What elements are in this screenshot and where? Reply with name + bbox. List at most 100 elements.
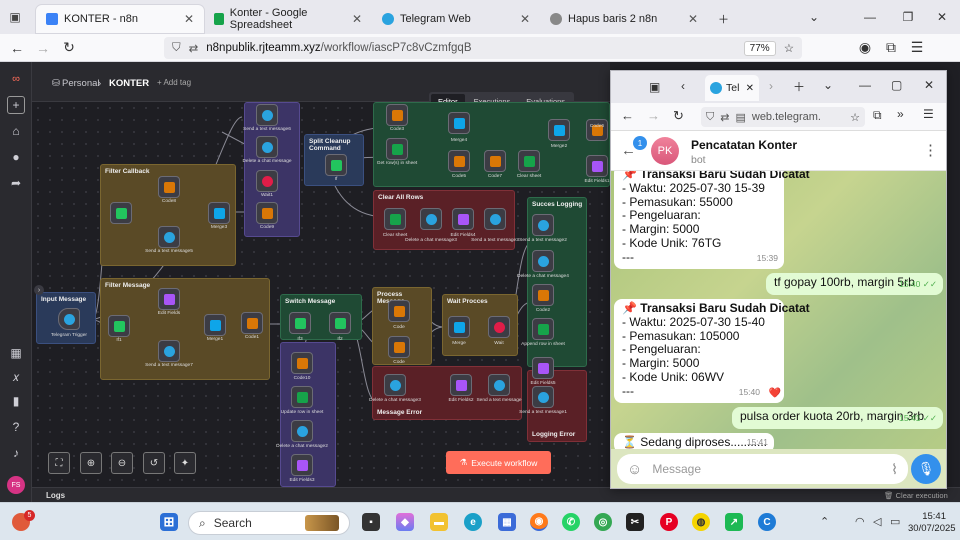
fit-view-button[interactable]: ⛶ [48, 452, 70, 474]
node-delete-msg3[interactable] [384, 374, 406, 396]
tab-evaluations[interactable]: Evaluations [526, 96, 566, 106]
node-get-rows[interactable] [386, 138, 408, 160]
node-code10[interactable] [291, 352, 313, 374]
windows-start-icon[interactable]: ⊞ [160, 513, 178, 531]
node-code5[interactable] [448, 150, 470, 172]
chat-header[interactable]: ← 1 PK Pencatatan Konter bot ⋮ [611, 131, 946, 171]
hamburger-icon[interactable]: ☰ [923, 107, 934, 121]
node-send-msg7[interactable] [158, 340, 180, 362]
bell-icon[interactable]: ♪ [13, 446, 19, 460]
account-button[interactable]: ◉ [852, 34, 878, 62]
message-bubble[interactable]: 📌 Transaksi Baru Sudah Dicatat - Waktu: … [614, 299, 810, 403]
avatar[interactable]: FS [7, 476, 25, 494]
tab-konter-n8n[interactable]: KONTER - n8n ✕ [36, 5, 204, 33]
telegram-url-bar[interactable]: ⛉ ⇄ ▤ web.telegram. ☆ [701, 107, 865, 127]
back-arrow-icon[interactable]: ← [621, 142, 636, 159]
node-edit-fields[interactable] [158, 288, 180, 310]
sticky-logging-error[interactable]: Logging Error [527, 370, 587, 442]
node-send-msg3[interactable] [484, 208, 506, 230]
task-view-icon[interactable]: ▪ [362, 513, 380, 531]
node-edit-fields1[interactable] [586, 155, 608, 177]
logs-panel-bar[interactable]: Logs 🗑 Clear execution [32, 487, 960, 502]
battery-icon[interactable]: ▭ [890, 516, 901, 528]
back-button[interactable]: ← [621, 108, 634, 123]
node-code9[interactable] [256, 202, 278, 224]
node-clear-sheet[interactable] [384, 208, 406, 230]
tab-hapus-baris[interactable]: Hapus baris 2 n8n ✕ [540, 5, 708, 33]
chevron-down-icon[interactable]: ⌄ [823, 78, 834, 92]
node-if2[interactable] [329, 312, 351, 334]
close-icon[interactable]: ✕ [519, 12, 530, 26]
chat-messages[interactable]: 📌 Transaksi Baru Sudah Dicatat - Waktu: … [611, 171, 946, 449]
taskbar-search[interactable]: ⌕ Search [188, 511, 350, 535]
volume-icon[interactable]: ◁ [873, 516, 882, 528]
node-delete-msg4[interactable] [532, 250, 554, 272]
zoom-level[interactable]: 77% [743, 40, 776, 56]
message-bubble[interactable]: pulsa order kuota 20rb, margin 3rb 15:41… [732, 407, 943, 429]
tab-telegram-web[interactable]: Telegram Web ✕ [372, 5, 540, 33]
tab-list-button[interactable]: ⌄ [796, 0, 832, 34]
heart-reaction-icon[interactable]: ❤️ [768, 388, 781, 400]
minimize-icon[interactable]: — [859, 78, 871, 92]
variables-icon[interactable]: 𝑥 [12, 369, 20, 384]
workflow-canvas[interactable]: Filter Callback Filter Message Input Mes… [32, 102, 610, 487]
templates-icon[interactable]: ▦ [10, 346, 22, 360]
tab-google-spreadsheet[interactable]: Konter - Google Spreadsheet ✕ [204, 5, 372, 33]
home-icon[interactable]: ⌂ [12, 124, 20, 138]
tidy-up-button[interactable]: ✦ [174, 452, 196, 474]
close-icon[interactable]: ✕ [183, 12, 194, 26]
node-clear-sheet-top[interactable] [518, 150, 540, 172]
node-code1[interactable] [241, 312, 263, 334]
reset-zoom-button[interactable]: ↺ [143, 452, 165, 474]
whatsapp-icon[interactable]: ✆ [562, 513, 580, 531]
node-send-msg-top[interactable] [256, 104, 278, 126]
close-window-icon[interactable]: ✕ [924, 78, 935, 92]
node-code-process[interactable] [388, 300, 410, 322]
node-wait1[interactable] [256, 170, 278, 192]
node-if1-top[interactable] [110, 202, 132, 224]
back-button[interactable]: ← [4, 34, 30, 62]
message-composer[interactable]: ☺ Message ⌇ [617, 454, 908, 484]
sticky-top-green[interactable] [373, 102, 610, 187]
edge-icon[interactable]: e [464, 513, 482, 531]
message-bubble[interactable]: 📌 Transaksi Baru Sudah Dicatat - Waktu: … [614, 171, 810, 269]
avatar[interactable]: PK [651, 137, 679, 165]
restore-icon[interactable]: ▢ [891, 78, 903, 92]
node-edit-fields3[interactable] [291, 454, 313, 476]
node-merge3[interactable] [208, 202, 230, 224]
workflow-name[interactable]: KONTER [109, 78, 150, 89]
file-explorer-icon[interactable]: ▬ [430, 513, 448, 531]
tab-telegram[interactable]: Tel ✕ [705, 75, 759, 101]
wifi-icon[interactable]: ◠ [855, 516, 865, 528]
node-delete-msg-top[interactable] [256, 136, 278, 158]
node-code3[interactable] [386, 104, 408, 126]
chevron-left-icon[interactable]: ‹ [681, 79, 685, 93]
app-icon-green[interactable]: ↗ [725, 513, 743, 531]
node-merge1[interactable] [204, 314, 226, 336]
close-icon[interactable]: ✕ [745, 82, 754, 94]
user-icon[interactable]: ● [12, 150, 20, 164]
node-if1[interactable] [108, 315, 130, 337]
node-send-msg2[interactable] [532, 214, 554, 236]
chrome-icon[interactable]: ◎ [594, 513, 612, 531]
plus-icon[interactable]: ＋ [793, 80, 806, 94]
zoom-out-button[interactable]: ⊖ [111, 452, 133, 474]
clock[interactable]: 15:41 30/07/2025 [908, 511, 956, 535]
node-update-row[interactable] [291, 386, 313, 408]
node-send-msg5[interactable] [158, 226, 180, 248]
close-icon[interactable]: ✕ [687, 12, 698, 26]
app-icon-blue[interactable]: C [758, 513, 776, 531]
node-edit-fields2[interactable] [450, 374, 472, 396]
message-bubble[interactable]: tf gopay 100rb, margin 5rb 15:40 ✓✓ [766, 273, 943, 295]
node-send-msg[interactable] [488, 374, 510, 396]
node-edit-fields5[interactable] [532, 357, 554, 379]
node-append-row[interactable] [532, 318, 554, 340]
node-delete-msg2[interactable] [291, 420, 313, 442]
more-vertical-icon[interactable]: ⋮ [923, 142, 938, 159]
emoji-icon[interactable]: ☺ [627, 460, 643, 478]
firefox-icon[interactable]: ◉ [530, 513, 548, 531]
node-merge4[interactable] [448, 112, 470, 134]
node-code7[interactable] [484, 150, 506, 172]
snipping-tool-icon[interactable]: ✂ [626, 513, 644, 531]
url-bar[interactable]: ⛉ ⇄ n8npublik.rjteamm.xyz/workflow/iascP… [164, 37, 802, 59]
